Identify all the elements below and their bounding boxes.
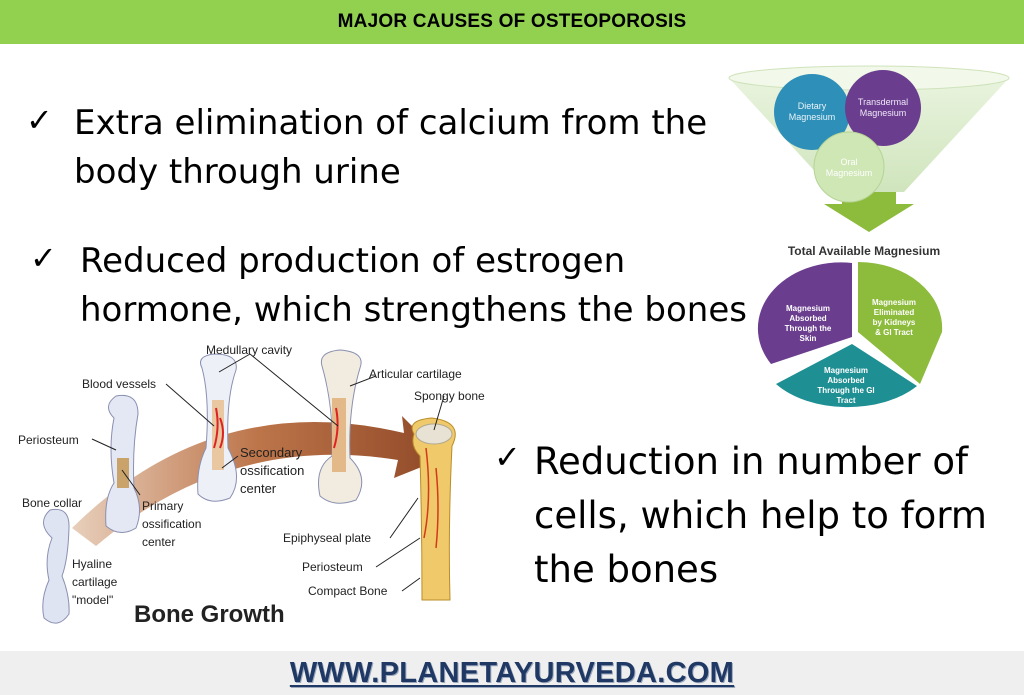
dietary-label-line-1: Dietary (798, 101, 827, 111)
label-ossification: ossification (240, 463, 304, 478)
checkmark-icon: ✓ (30, 239, 57, 277)
oral-magnesium-bubble: Oral Magnesium (813, 131, 885, 203)
label-periosteum-2: Periosteum (302, 560, 363, 574)
label-center-2: center (142, 535, 175, 549)
dietary-magnesium-bubble: Dietary Magnesium (774, 74, 850, 150)
label-secondary: Secondary (240, 445, 303, 460)
label-leader-lines (91, 353, 445, 592)
bullet-2-line-1: Reduced production of estrogen (80, 241, 626, 281)
pie-gi-line-2: Absorbed (827, 376, 864, 385)
pie-kidneys-line-2: Eliminated (874, 308, 915, 317)
label-blood-vessels: Blood vessels (82, 377, 156, 391)
slide-footer: WWW.PLANETAYURVEDA.COM (0, 651, 1024, 695)
website-link[interactable]: WWW.PLANETAYURVEDA.COM (289, 656, 735, 689)
bullet-3-line-3: the bones (534, 548, 719, 591)
label-model: "model" (72, 593, 113, 607)
magnesium-pie-chart: Magnesium Absorbed Through the Skin Magn… (757, 261, 943, 408)
hyaline-cartilage-bone (42, 508, 70, 624)
pie-gi-line-3: Through the GI (817, 386, 874, 395)
label-spongy-bone: Spongy bone (414, 389, 485, 403)
label-medullary-cavity: Medullary cavity (206, 343, 292, 357)
growth-arrow-icon (72, 416, 444, 546)
bone-growth-title: Bone Growth (134, 601, 285, 628)
primary-ossification-bone (105, 394, 140, 533)
checkmark-icon: ✓ (494, 438, 521, 476)
growing-bone (318, 349, 363, 504)
pie-gi-line-1: Magnesium (824, 366, 868, 375)
dietary-label-line-2: Magnesium (789, 112, 836, 122)
label-ossification-2: ossification (142, 517, 201, 531)
pie-skin-line-4: Skin (800, 334, 817, 343)
label-articular-cartilage: Articular cartilage (369, 367, 462, 381)
slide-title: MAJOR CAUSES OF OSTEOPOROSIS (337, 11, 687, 32)
pie-kidneys-line-4: & GI Tract (875, 328, 913, 337)
total-available-label: Total Available Magnesium (788, 244, 940, 258)
adult-bone (411, 417, 456, 601)
checkmark-icon: ✓ (26, 101, 53, 139)
oral-label-line-2: Magnesium (826, 168, 873, 178)
pie-slice-skin (757, 262, 852, 364)
pie-skin-line-2: Absorbed (789, 314, 826, 323)
label-center: center (240, 481, 277, 496)
bullet-2-line-2: hormone, which strengthens the bones (80, 290, 747, 330)
label-cartilage: cartilage (72, 575, 118, 589)
label-epiphyseal-plate: Epiphyseal plate (283, 531, 371, 545)
pie-kidneys-line-1: Magnesium (872, 298, 916, 307)
pie-gi-line-4: Tract (836, 396, 855, 405)
bone-growth-diagram: Medullary cavity Blood vessels Articular… (18, 343, 485, 628)
bullet-1-line-1: Extra elimination of calcium from the (74, 103, 708, 143)
pie-kidneys-line-3: by Kidneys (873, 318, 916, 327)
pie-skin-line-3: Through the (785, 324, 832, 333)
pie-skin-line-1: Magnesium (786, 304, 830, 313)
label-hyaline: Hyaline (72, 557, 112, 571)
transdermal-label-line-1: Transdermal (858, 97, 908, 107)
oral-label-line-1: Oral (840, 157, 857, 167)
pie-slice-kidneys (858, 261, 943, 384)
secondary-ossification-bone (197, 353, 237, 502)
label-compact-bone: Compact Bone (308, 584, 388, 598)
magnesium-infographic: Dietary Magnesium Transdermal Magnesium … (728, 65, 1010, 408)
bullet-3-line-1: Reduction in number of (534, 440, 969, 483)
transdermal-label-line-2: Magnesium (860, 108, 907, 118)
label-bone-collar: Bone collar (22, 496, 82, 510)
transdermal-magnesium-bubble: Transdermal Magnesium (845, 70, 921, 146)
bullet-3-line-2: cells, which help to form (534, 494, 987, 537)
slide-header: MAJOR CAUSES OF OSTEOPOROSIS (0, 0, 1024, 44)
label-periosteum: Periosteum (18, 433, 79, 447)
bullet-1-line-2: body through urine (74, 152, 401, 192)
label-primary: Primary (142, 499, 183, 513)
pie-slice-gi (776, 344, 917, 408)
